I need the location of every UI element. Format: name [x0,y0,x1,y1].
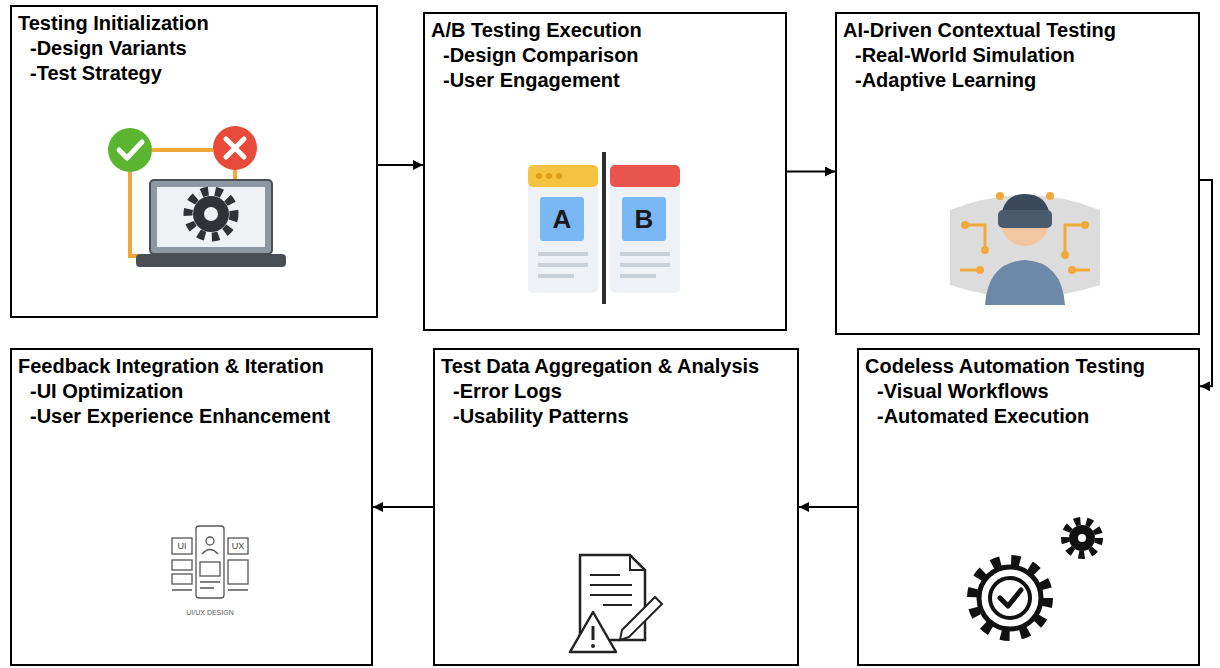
ab-icon [528,152,680,304]
bullet-item: -Error Logs [441,379,791,404]
icon-text: UX [232,542,245,551]
flow-arrow [373,506,433,508]
icon-text: UI [178,542,187,551]
flow-arrow [799,506,857,508]
bullet-item: -Real-World Simulation [843,43,1192,68]
process-box: Testing Initialization-Design Variants-T… [10,5,378,318]
process-box: Feedback Integration & Iteration-UI Opti… [10,348,373,666]
gear-icon [972,521,1099,636]
report-icon [570,555,662,652]
box-heading: Testing Initialization [18,11,370,36]
bullet-item: -Design Comparison [431,43,779,68]
bullet-item: -Test Strategy [18,61,370,86]
flow-arrow [1200,180,1212,386]
uiux-icon [172,526,248,598]
bullet-item: -Adaptive Learning [843,68,1192,93]
flow-arrow [787,171,835,173]
testing-icon [108,126,286,267]
icon-text: A [553,206,572,232]
box-heading: A/B Testing Execution [431,18,779,43]
bullet-item: -User Experience Enhancement [18,404,365,429]
process-box: Codeless Automation Testing-Visual Workf… [857,348,1200,666]
flow-arrow [378,164,423,166]
bullet-item: -Usability Patterns [441,404,791,429]
icon-text: UI/UX DESIGN [186,609,233,616]
bullet-item: -Automated Execution [865,404,1192,429]
box-heading: Test Data Aggregation & Analysis [441,354,791,379]
process-box: A/B Testing Execution-Design Comparison-… [423,12,787,331]
bullet-item: -User Engagement [431,68,779,93]
process-box: AI-Driven Contextual Testing-Real-World … [835,12,1200,335]
box-heading: Codeless Automation Testing [865,354,1192,379]
bullet-item: -UI Optimization [18,379,365,404]
box-heading: Feedback Integration & Iteration [18,354,365,379]
vr-icon [950,192,1100,305]
bullet-item: -Design Variants [18,36,370,61]
bullet-item: -Visual Workflows [865,379,1192,404]
process-box: Test Data Aggregation & Analysis-Error L… [433,348,799,666]
icon-text: B [635,206,654,232]
box-heading: AI-Driven Contextual Testing [843,18,1192,43]
